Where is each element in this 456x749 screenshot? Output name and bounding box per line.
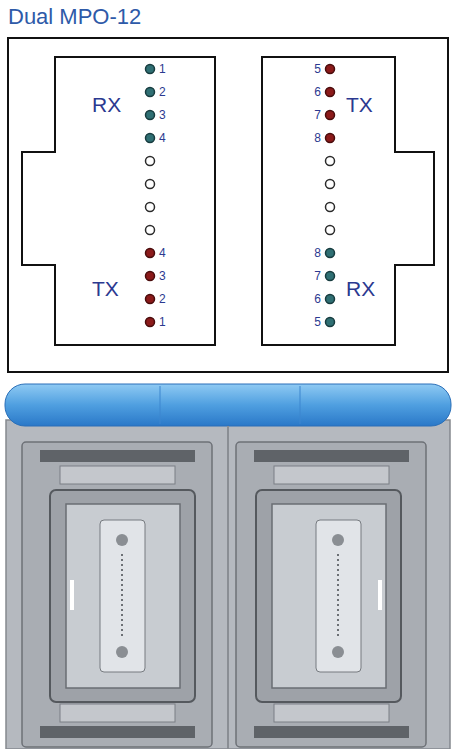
- fiber-number: 1: [159, 316, 166, 328]
- diagram-title: Dual MPO-12: [8, 4, 141, 30]
- frame-box: [8, 38, 448, 372]
- fiber-dot: [146, 272, 155, 281]
- fiber-number: 2: [159, 86, 166, 98]
- connector-outline-path: [22, 57, 215, 345]
- connector-outline: RX 1 2 3 4TX 4 3 2 1: [20, 57, 217, 345]
- fiber-dot: [326, 134, 335, 143]
- fiber-dot: [326, 226, 335, 235]
- fiber-number: 4: [159, 132, 166, 144]
- fiber-dot: [146, 295, 155, 304]
- fiber-dot: [326, 318, 335, 327]
- fiber-number: 5: [314, 63, 321, 75]
- signal-label: TX: [346, 93, 373, 114]
- fiber-dot: [326, 295, 335, 304]
- fiber-number: 6: [314, 86, 321, 98]
- fiber-dot: [146, 180, 155, 189]
- fiber-dot: [146, 134, 155, 143]
- fiber-dot: [326, 88, 335, 97]
- connector-outline-path: [262, 57, 434, 345]
- fiber-number: 6: [314, 293, 321, 305]
- fiber-number: 7: [314, 109, 321, 121]
- fiber-dot: [326, 203, 335, 212]
- fiber-number: 4: [159, 247, 166, 259]
- adapter-port: [236, 442, 426, 747]
- fiber-dot: [146, 318, 155, 327]
- fiber-dot: [146, 88, 155, 97]
- fiber-dot: [326, 249, 335, 258]
- connector-outline: TX 5 6 7 8RX 8 7 6 5: [262, 57, 438, 345]
- fiber-number: 5: [314, 316, 321, 328]
- fiber-number: 8: [314, 247, 321, 259]
- fiber-dot: [146, 157, 155, 166]
- fiber-dot: [146, 65, 155, 74]
- fiber-dot: [326, 65, 335, 74]
- fiber-number: 3: [159, 109, 166, 121]
- fiber-number: 7: [314, 270, 321, 282]
- fiber-number: 1: [159, 63, 166, 75]
- fiber-number: 2: [159, 293, 166, 305]
- fiber-number: 8: [314, 132, 321, 144]
- signal-label: RX: [92, 93, 121, 114]
- fiber-dot: [146, 203, 155, 212]
- fiber-dot: [146, 226, 155, 235]
- fiber-number: 3: [159, 270, 166, 282]
- fiber-dot: [326, 111, 335, 120]
- signal-label: RX: [346, 277, 375, 298]
- signal-label: TX: [92, 277, 119, 298]
- fiber-dot: [326, 180, 335, 189]
- fiber-dot: [326, 272, 335, 281]
- fiber-dot: [146, 249, 155, 258]
- fiber-dot: [326, 157, 335, 166]
- adapter-port: [22, 442, 212, 747]
- adapter-drawing: [5, 384, 451, 749]
- fiber-dot: [146, 111, 155, 120]
